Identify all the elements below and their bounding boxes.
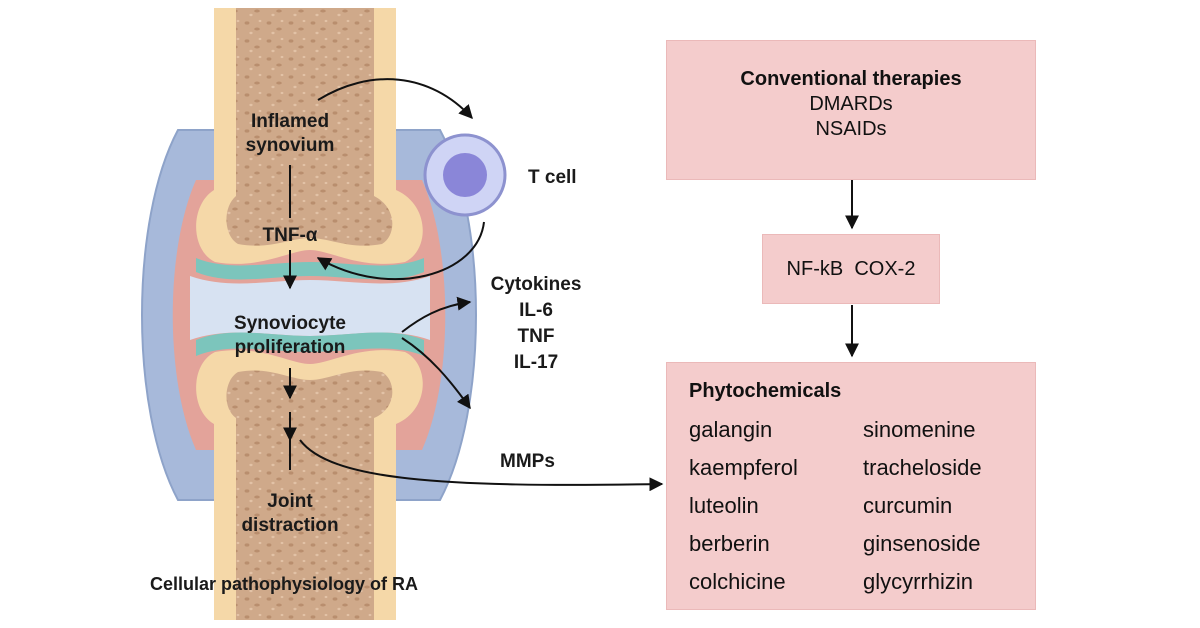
synoviocyte-line-2: proliferation	[234, 337, 346, 358]
synoviocyte-line-1: Synoviocyte	[234, 313, 346, 334]
diagram-caption: Cellular pathophysiology of RA	[150, 574, 419, 594]
upper-cartilage	[196, 258, 424, 280]
joint-line-2: distraction	[241, 515, 339, 536]
t-cell-nucleus	[443, 153, 487, 197]
nsaids-item: NSAIDs	[815, 118, 887, 140]
phyto-item: kaempferol	[689, 455, 798, 480]
synoviocyte-proliferation-label: Synoviocyte proliferation	[208, 312, 372, 360]
synovial-space	[190, 276, 430, 340]
phyto-item: luteolin	[689, 493, 759, 518]
inflamed-synovium-label: Inflamed synovium	[218, 110, 362, 158]
targets-box: NF-kB COX-2	[762, 234, 940, 304]
tnf-line: TNF	[517, 326, 555, 347]
cytokines-label: Cytokines IL-6 TNF IL-17	[478, 272, 594, 376]
mmps-label: MMPs	[500, 451, 555, 472]
cytokines-line: Cytokines	[490, 274, 582, 295]
conventional-therapies-box: Conventional therapies DMARDs NSAIDs	[666, 40, 1036, 180]
il17-line: IL-17	[513, 352, 559, 373]
conventional-title: Conventional therapies	[740, 68, 962, 90]
inflamed-line-1: Inflamed	[250, 111, 330, 132]
phytochemicals-box: Phytochemicals galangin kaempferol luteo…	[666, 362, 1036, 610]
inflamed-line-2: synovium	[245, 135, 335, 156]
lower-cartilage	[196, 332, 424, 356]
phyto-item: galangin	[689, 417, 773, 442]
joint-distraction-label: Joint distraction	[228, 490, 352, 538]
phyto-item: berberin	[689, 531, 770, 556]
tnf-alpha-label: TNF-α	[262, 225, 318, 246]
t-cell-label: T cell	[528, 167, 577, 188]
upper-bone-marrow	[226, 8, 393, 246]
phyto-item: ginsenoside	[863, 531, 981, 556]
il6-line: IL-6	[519, 300, 553, 321]
targets-text: NF-kB COX-2	[786, 258, 916, 280]
lower-bone-marrow	[226, 370, 393, 620]
phyto-item: curcumin	[863, 493, 953, 518]
phytochemicals-title: Phytochemicals	[689, 380, 842, 402]
phyto-item: tracheloside	[863, 455, 982, 480]
phyto-item: glycyrrhizin	[863, 569, 974, 594]
dmards-item: DMARDs	[809, 93, 893, 115]
phyto-item: colchicine	[689, 569, 786, 594]
joint-line-1: Joint	[267, 491, 313, 512]
phyto-column-2: sinomenine tracheloside curcumin ginseno…	[863, 411, 982, 601]
phyto-item: sinomenine	[863, 417, 976, 442]
phyto-column-1: galangin kaempferol luteolin berberin co…	[689, 411, 798, 601]
